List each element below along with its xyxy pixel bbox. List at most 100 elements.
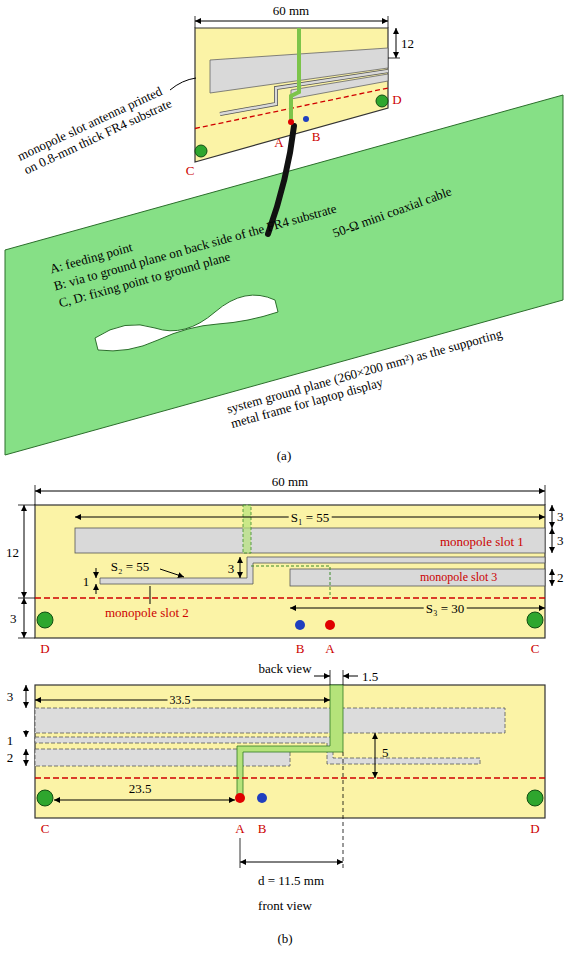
extension-line bbox=[18, 505, 35, 506]
slot-1-hidden bbox=[35, 708, 505, 733]
feed-point bbox=[288, 119, 294, 125]
break-band bbox=[95, 295, 278, 351]
slot-1 bbox=[75, 528, 545, 553]
back-view bbox=[18, 485, 552, 638]
point-letter: D bbox=[392, 92, 401, 107]
extension-line bbox=[240, 838, 241, 868]
dimension-value: S₂ = 55 bbox=[111, 559, 150, 574]
dimension-value: 3 bbox=[7, 689, 14, 704]
dimension-line bbox=[54, 800, 235, 801]
point-letter: C bbox=[186, 163, 195, 178]
feed-line bbox=[291, 28, 299, 122]
dimension-line bbox=[396, 28, 397, 58]
fr4-board bbox=[35, 685, 545, 818]
extension-line bbox=[343, 670, 344, 685]
dimension-value: d = 11.5 mm bbox=[258, 873, 324, 888]
via-point bbox=[303, 116, 309, 122]
slot-3 bbox=[290, 569, 545, 586]
dimension-value: 12 bbox=[401, 36, 414, 51]
dimension-line bbox=[96, 584, 97, 594]
dimension-value: S₁ = 55 bbox=[289, 510, 332, 525]
feed-line-hidden bbox=[251, 566, 330, 598]
dimension-line bbox=[343, 676, 358, 677]
dimension-line bbox=[552, 528, 553, 553]
feed-point bbox=[235, 793, 245, 803]
dimension-value: 23.5 bbox=[127, 781, 154, 796]
dimension-line bbox=[35, 491, 545, 492]
fixing-point bbox=[376, 95, 388, 107]
slot-2-inner bbox=[220, 71, 388, 114]
feed-line-hidden bbox=[243, 505, 251, 553]
point-letter: A bbox=[325, 641, 334, 656]
dimension-value: 3 bbox=[557, 509, 564, 524]
point-letter: D bbox=[530, 821, 539, 836]
dimension-value: 2 bbox=[557, 570, 564, 585]
dimension-value: 1 bbox=[83, 574, 90, 589]
dimension-line bbox=[26, 685, 27, 708]
dimension-line bbox=[240, 557, 241, 578]
slot-2 bbox=[220, 71, 388, 114]
dimension-line bbox=[26, 749, 27, 766]
ground-edge-line bbox=[35, 777, 545, 778]
dimension-value: 2 bbox=[7, 750, 14, 765]
extension-line bbox=[388, 16, 389, 28]
ground-plane bbox=[5, 95, 563, 455]
extension-line bbox=[343, 752, 344, 868]
extension-line bbox=[545, 485, 546, 505]
extension-line bbox=[18, 638, 35, 639]
dimension-line bbox=[290, 608, 545, 609]
antenna-note: monopole slot antenna printed on 0.8-mm … bbox=[15, 80, 177, 177]
leader-line bbox=[150, 586, 151, 604]
fixing-point bbox=[37, 612, 53, 628]
dimension-line bbox=[314, 676, 330, 677]
view-label: front view bbox=[258, 898, 312, 913]
dimension-value: 12 bbox=[4, 545, 21, 560]
point-letter: B bbox=[258, 821, 267, 836]
panel-label: (b) bbox=[277, 931, 292, 946]
dimension-value: 33.5 bbox=[168, 693, 193, 708]
point-letter: D bbox=[40, 641, 49, 656]
fr4-board bbox=[35, 505, 545, 638]
via-point bbox=[295, 620, 305, 630]
dimension-value: 3 bbox=[228, 561, 235, 576]
dimension-value: 1.5 bbox=[362, 669, 378, 684]
fixing-point bbox=[527, 790, 543, 806]
dimension-line bbox=[24, 598, 25, 638]
dimension-value: 5 bbox=[382, 745, 389, 760]
dimension-line bbox=[96, 568, 97, 578]
slot-name: monopole slot 1 bbox=[440, 534, 524, 549]
slot-name: monopole slot 2 bbox=[105, 605, 189, 620]
fixing-point bbox=[195, 145, 207, 157]
extension-line bbox=[195, 16, 196, 28]
point-letter: B bbox=[312, 129, 321, 144]
extension-line bbox=[35, 485, 36, 505]
slot-name: monopole slot 3 bbox=[420, 570, 497, 585]
front-view bbox=[26, 670, 545, 868]
dimension-line bbox=[24, 505, 25, 598]
extension-line bbox=[330, 670, 331, 685]
view-label: back view bbox=[258, 661, 311, 676]
dimension-value: 3 bbox=[8, 611, 19, 626]
dimension-line bbox=[552, 569, 553, 586]
extension-line bbox=[18, 598, 35, 599]
feed-line bbox=[237, 685, 343, 798]
extension-line bbox=[388, 58, 400, 59]
point-letter: C bbox=[41, 821, 50, 836]
dimension-line bbox=[195, 21, 388, 22]
panel-label: (a) bbox=[277, 448, 291, 463]
dimension-value: S₃ = 30 bbox=[424, 601, 467, 616]
dimension-value: 60 mm bbox=[273, 3, 309, 18]
ground-edge-line bbox=[35, 597, 545, 598]
point-letter: C bbox=[531, 641, 540, 656]
dimension-value: 1 bbox=[7, 733, 14, 748]
point-letter: A bbox=[235, 821, 244, 836]
fixing-point bbox=[37, 790, 53, 806]
dimension-line bbox=[26, 730, 27, 737]
panel-a bbox=[5, 16, 563, 455]
via-point bbox=[257, 793, 267, 803]
dimension-value: 60 mm bbox=[272, 474, 308, 489]
fixing-point bbox=[527, 612, 543, 628]
feed-point bbox=[325, 620, 335, 630]
leader-line bbox=[170, 78, 196, 90]
